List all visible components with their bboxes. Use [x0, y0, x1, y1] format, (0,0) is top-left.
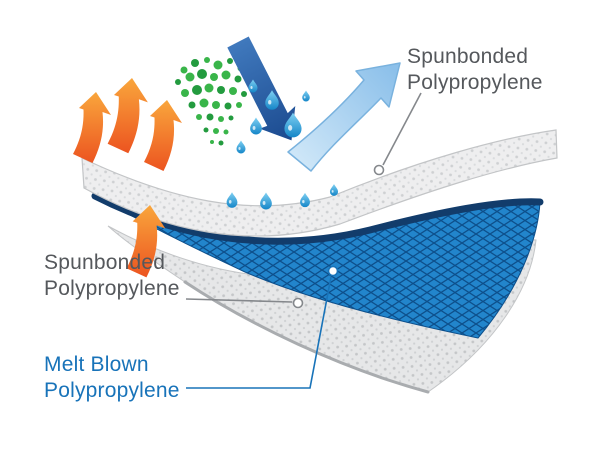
- label-line: Melt Blown: [44, 353, 149, 376]
- label-line: Polypropylene: [44, 276, 180, 300]
- leader-dot-meltblown: [327, 265, 339, 277]
- water-drop-icon: [260, 192, 272, 210]
- leader-lines: [185, 92, 422, 389]
- melt-blown-layer: [91, 192, 544, 339]
- water-drop-icon: [226, 192, 238, 208]
- water-drop-icon: [329, 184, 339, 196]
- leader-line-meltblown: [186, 276, 332, 389]
- water-drop-icon: [302, 90, 310, 102]
- label-line: Spunbonded: [407, 45, 529, 68]
- leader-line-bottom: [185, 298, 293, 303]
- particle-cluster: [175, 57, 252, 146]
- orange-up-arrow: [73, 92, 111, 163]
- leader-dot-bottom: [292, 297, 304, 309]
- label-line: Polypropylene: [44, 378, 180, 402]
- orange-up-arrow: [107, 78, 148, 154]
- leader-dot-top: [373, 164, 385, 176]
- water-drop-icon: [236, 140, 246, 154]
- label-spunbonded-bottom: Spunbonded Polypropylene: [44, 250, 180, 301]
- bottom-layer-shadow-edge: [183, 280, 430, 394]
- repel-up-arrow: [287, 62, 401, 172]
- fabric-layers: [81, 129, 558, 394]
- label-melt-blown: Melt Blown Polypropylene: [44, 352, 180, 403]
- leader-line-top: [382, 92, 422, 166]
- label-spunbonded-top: Spunbonded Polypropylene: [407, 44, 543, 95]
- water-drop-icon: [300, 192, 310, 208]
- orange-up-arrow: [144, 100, 182, 171]
- melt-blown-dark-edge: [91, 192, 544, 245]
- label-line: Polypropylene: [407, 70, 543, 94]
- liquid-down-arrow: [227, 36, 296, 141]
- top-spunbonded-layer: [81, 129, 558, 237]
- label-line: Spunbonded: [44, 251, 166, 274]
- water-drop-icon: [250, 117, 262, 135]
